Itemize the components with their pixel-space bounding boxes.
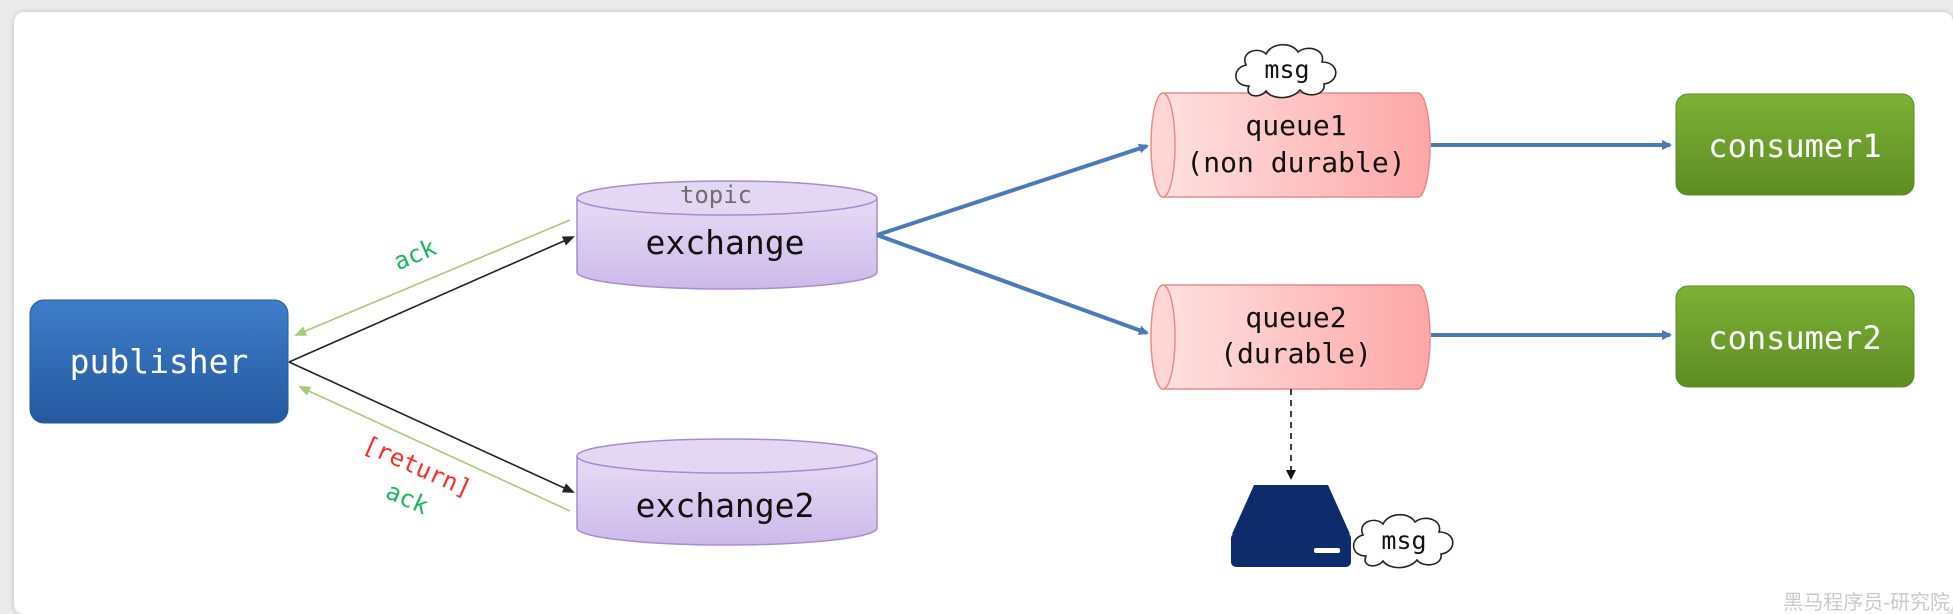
exchange-type-label: topic xyxy=(680,181,752,209)
exchange2-node: exchange2 xyxy=(576,438,878,546)
queue1-label-line2: (non durable) xyxy=(1186,146,1405,179)
exchange-node: topic exchange xyxy=(576,180,878,290)
arrow-publisher-to-exchange xyxy=(288,236,575,363)
cloud-msg-label-disk: msg xyxy=(1381,526,1426,555)
arrow-exchange-to-queue2 xyxy=(876,233,1149,335)
queue2-label-line2: (durable) xyxy=(1220,337,1372,370)
exchange-label: exchange xyxy=(646,223,805,262)
queue1-node: queue1 (non durable) xyxy=(1150,92,1431,198)
msg-cloud-icon: msg xyxy=(1235,43,1337,99)
publisher-node: publisher xyxy=(29,299,289,424)
consumer2-node: consumer2 xyxy=(1675,285,1915,388)
consumer1-label: consumer1 xyxy=(1708,127,1881,165)
arrow-exchange-to-queue1 xyxy=(876,143,1149,237)
consumer1-node: consumer1 xyxy=(1675,93,1915,196)
arrow-ack-to-publisher xyxy=(294,219,571,336)
cloud-msg-label-queue: msg xyxy=(1264,55,1309,84)
diagram-canvas xyxy=(14,12,1953,614)
arrow-return-ack-to-publisher xyxy=(298,386,571,512)
queue1-label-line1: queue1 xyxy=(1245,109,1346,142)
msg-cloud-icon-disk: msg xyxy=(1352,513,1454,569)
hard-drive-icon xyxy=(1231,485,1351,567)
queue2-node: queue2 (durable) xyxy=(1150,284,1431,390)
arrow-publisher-to-exchange2 xyxy=(288,361,575,493)
watermark-text: 黑马程序员-研究院 xyxy=(1783,590,1950,614)
queue2-label-line1: queue2 xyxy=(1245,301,1346,334)
exchange2-label: exchange2 xyxy=(636,486,815,525)
consumer2-label: consumer2 xyxy=(1708,319,1881,357)
ack-label-top: ack xyxy=(389,233,440,276)
publisher-label: publisher xyxy=(70,342,249,381)
